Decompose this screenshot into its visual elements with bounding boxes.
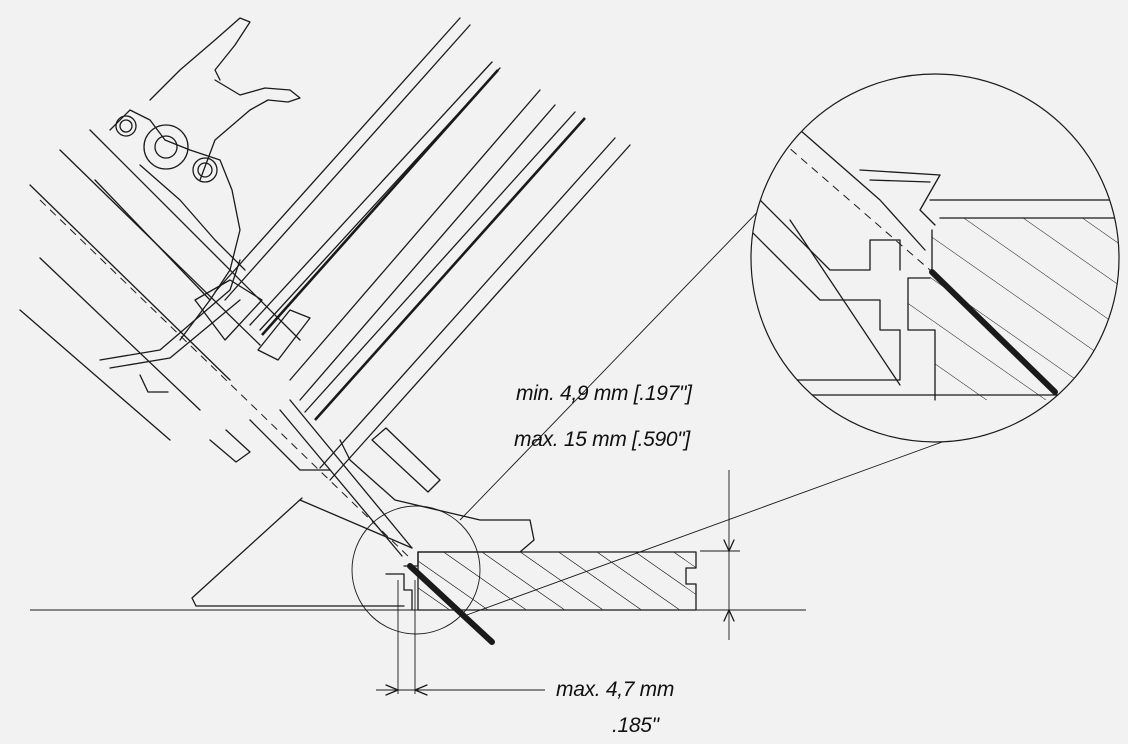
depth-dimension xyxy=(700,470,740,640)
offset-dimension xyxy=(376,580,545,696)
detail-marker-circle xyxy=(351,505,481,635)
base-shoe xyxy=(191,399,535,607)
magnified-detail xyxy=(750,73,1120,443)
arrow-head-icon xyxy=(385,684,399,696)
max-offset-inch-label: .185" xyxy=(612,714,659,737)
min-depth-label: min. 4,9 mm [.197"] xyxy=(516,382,692,405)
max-offset-label: max. 4,7 mm xyxy=(556,678,675,701)
trigger-assembly xyxy=(109,17,311,361)
floorboard xyxy=(385,551,697,611)
max-depth-label: max. 15 mm [.590"] xyxy=(514,428,690,451)
nail xyxy=(407,563,495,645)
arrow-head-icon xyxy=(723,539,735,552)
magazine xyxy=(214,17,631,481)
arrow-head-icon xyxy=(414,684,428,696)
arrow-head-icon xyxy=(723,609,735,622)
housing xyxy=(19,129,413,561)
